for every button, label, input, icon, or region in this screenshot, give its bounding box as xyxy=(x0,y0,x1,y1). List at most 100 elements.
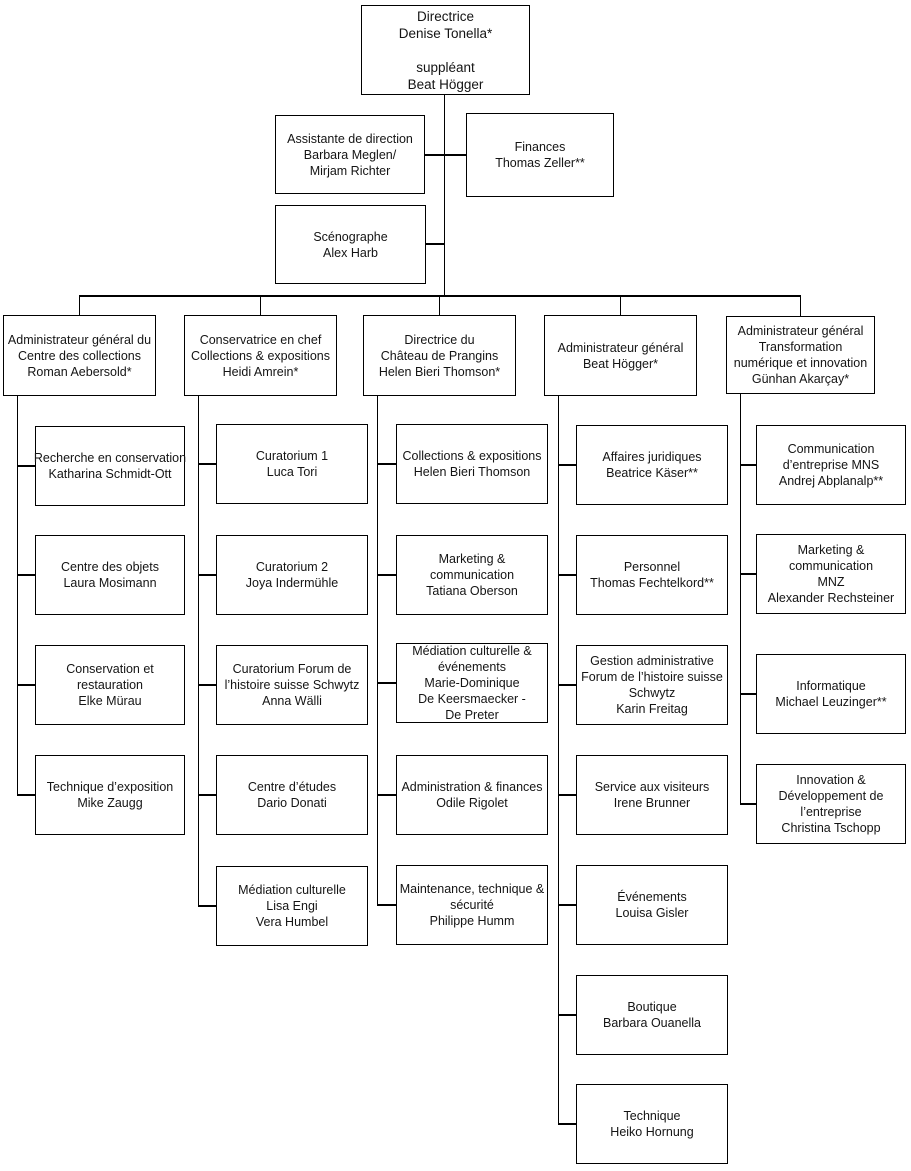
node-text-line: Philippe Humm xyxy=(429,914,515,928)
node-text-line: Collections & expositions xyxy=(191,348,330,363)
node-text-line: Événements xyxy=(617,890,687,904)
node-text-line: Curatorium Forum de xyxy=(232,662,352,676)
node-text-line: Louisa Gisler xyxy=(615,906,689,920)
node-text-line: Christina Tschopp xyxy=(781,821,881,835)
child-connector xyxy=(16,684,36,686)
connector-column-stub xyxy=(619,295,622,316)
node-text-line: Forum de l’histoire suisse xyxy=(581,670,723,684)
node-text-line: Irene Brunner xyxy=(613,796,691,810)
node-text-line: Beatrice Käser** xyxy=(606,466,698,480)
node-text-line: Administrateur général du xyxy=(7,332,152,347)
node-text-line: Curatorium 1 xyxy=(255,449,329,463)
child-connector xyxy=(16,794,36,796)
node-text-line: Communication xyxy=(787,442,875,456)
node-text-line: communication xyxy=(788,559,874,573)
node-text-line: Andrej Abplanalp** xyxy=(778,474,884,488)
column-spine xyxy=(197,395,200,907)
node-text-line: MNZ xyxy=(817,575,845,589)
child-connector xyxy=(197,905,217,907)
child-connector xyxy=(739,803,757,805)
node-text-line: Médiation culturelle xyxy=(238,883,346,897)
column-spine xyxy=(557,395,560,1125)
child-connector xyxy=(557,464,577,466)
node-text-line: Mirjam Richter xyxy=(309,163,391,178)
node-text-line: Schwytz xyxy=(628,686,676,700)
node-text-line xyxy=(444,42,448,59)
column-spine xyxy=(376,395,379,906)
node-text-line: Maintenance, technique & xyxy=(399,882,545,896)
node-text-line: Informatique xyxy=(796,679,866,693)
node-text-line: Conservation et xyxy=(66,662,154,676)
node-text-line: Personnel xyxy=(623,560,681,574)
connector-trunk xyxy=(443,95,445,297)
node-text-line: Denise Tonella* xyxy=(398,25,493,41)
node-text-line: Administrateur général xyxy=(557,340,684,355)
node-text-line: sécurité xyxy=(450,898,494,912)
org-node-conservatrice-en-chef-child-2: Curatorium Forum de l’histoire suisse Sch… xyxy=(216,645,368,725)
node-text-line: communication xyxy=(429,568,515,582)
child-connector xyxy=(197,463,217,465)
node-text-line: Centre des collections xyxy=(18,348,141,363)
connector-column-stub xyxy=(78,295,81,316)
node-text-line: Recherche en conservation xyxy=(33,451,187,465)
node-text-line: Développement de xyxy=(778,789,884,803)
child-connector xyxy=(557,684,577,686)
node-text-line: Dario Donati xyxy=(257,796,327,810)
child-connector xyxy=(376,794,397,796)
node-text-line: Directrice du xyxy=(404,332,475,347)
node-text-line: Marketing & xyxy=(797,543,865,557)
node-text-line: Odile Rigolet xyxy=(436,796,508,810)
node-text-line: Marie-Dominique xyxy=(424,676,520,690)
org-node-conservatrice-en-chef-child-0: Curatorium 1 Luca Tori xyxy=(216,424,368,504)
child-connector xyxy=(197,794,217,796)
node-text-line: l’histoire suisse Schwytz xyxy=(224,678,360,692)
child-connector xyxy=(739,573,757,575)
child-connector xyxy=(557,904,577,906)
node-text-line: Lisa Engi xyxy=(266,899,318,913)
node-text-line: Luca Tori xyxy=(266,465,318,479)
node-text-line: Marketing & xyxy=(438,552,506,566)
connector-column-stub xyxy=(259,295,262,316)
child-connector xyxy=(557,1014,577,1016)
node-text-line: numérique et innovation xyxy=(733,356,868,370)
node-text-line: Conservatrice en chef xyxy=(199,332,322,347)
node-text-line: Alex Harb xyxy=(323,245,378,260)
connector-column-stub xyxy=(799,295,802,317)
node-text-line: Beat Högger* xyxy=(582,356,659,371)
node-text-line: Centre d’études xyxy=(247,780,337,794)
node-text-line: Collections & expositions xyxy=(402,449,542,463)
node-text-line: Barbara Meglen/ xyxy=(303,147,397,162)
node-text-line: Vera Humbel xyxy=(255,915,329,929)
child-connector xyxy=(557,1123,577,1125)
node-text-line: Barbara Ouanella xyxy=(603,1016,701,1030)
child-connector xyxy=(739,464,757,466)
node-text-line: Anna Wälli xyxy=(262,694,322,708)
child-connector xyxy=(376,682,397,684)
child-connector xyxy=(197,684,217,686)
child-connector xyxy=(16,465,36,467)
node-text-line: Technique xyxy=(623,1109,681,1123)
connector-assistante-finances xyxy=(425,154,466,156)
